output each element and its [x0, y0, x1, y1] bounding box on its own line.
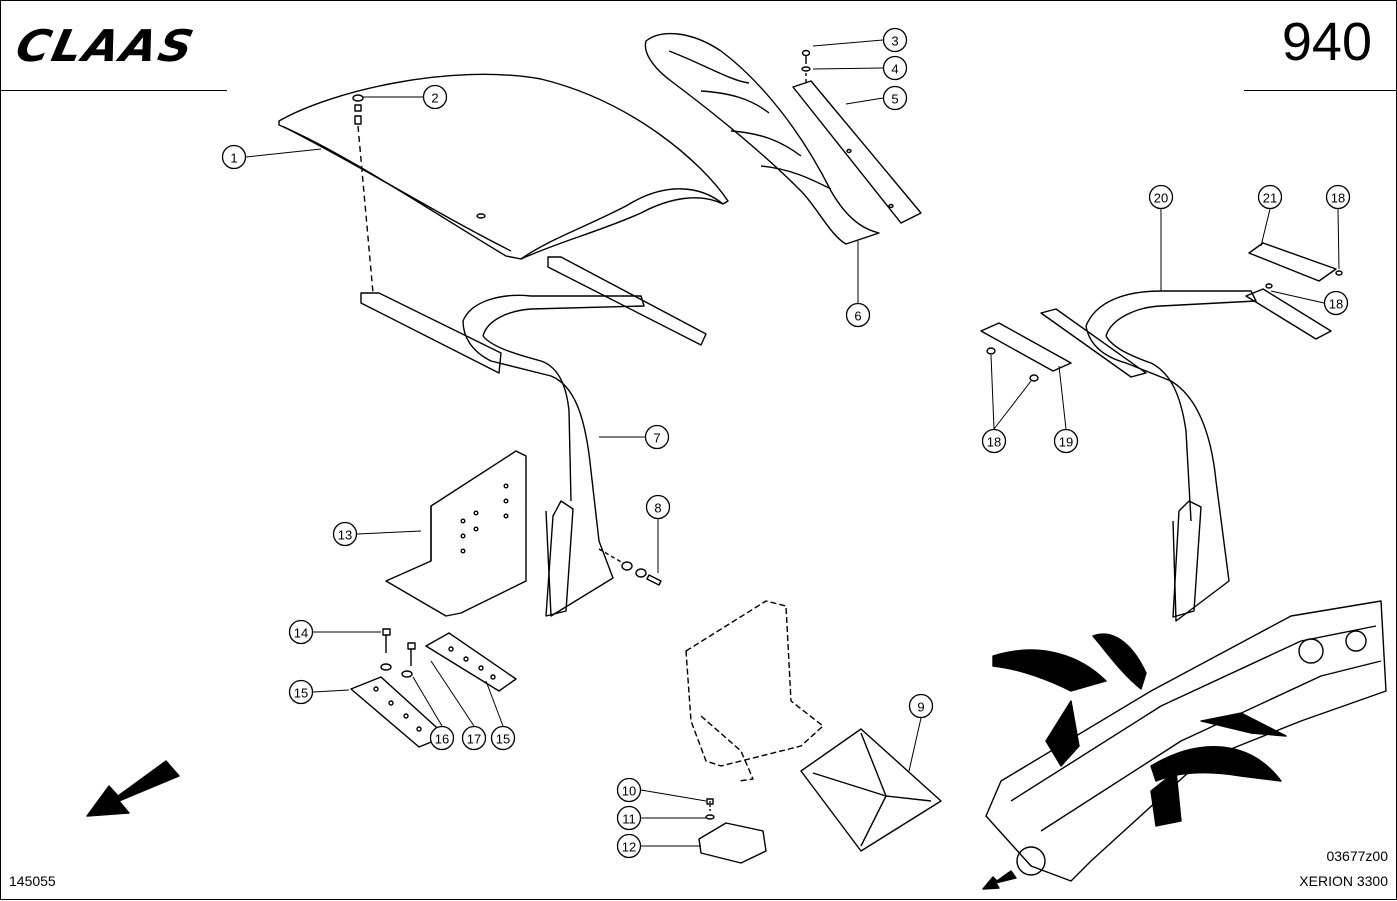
callout-label: 9: [917, 700, 924, 715]
machine-overview-drawing: [985, 600, 1387, 882]
mounting-strip-part: [792, 80, 922, 224]
callout-18-middle: 18: [1323, 290, 1349, 316]
callout-21: 21: [1257, 184, 1283, 210]
callout-label: 15: [496, 732, 510, 747]
callout-label: 10: [622, 784, 636, 799]
side-panel-part: [644, 32, 880, 245]
callout-10: 10: [616, 777, 642, 803]
callout-label: 15: [294, 686, 308, 701]
callout-2: 2: [422, 84, 448, 110]
right-frame-part: [980, 242, 1343, 622]
callout-label: 4: [891, 62, 898, 77]
callout-19: 19: [1053, 428, 1079, 454]
callout-label: 16: [435, 732, 449, 747]
footplate-parts: [350, 628, 517, 748]
callout-1: 1: [221, 144, 247, 170]
callout-label: 18: [1329, 297, 1343, 312]
callout-label: 12: [622, 840, 636, 855]
callout-label: 3: [891, 34, 898, 49]
callout-4: 4: [882, 55, 908, 81]
model-name: XERION 3300: [1299, 873, 1388, 889]
pad-part-12: [698, 798, 767, 864]
callout-17: 17: [461, 725, 487, 751]
callout-label: 11: [622, 812, 636, 827]
callout-13: 13: [332, 521, 358, 547]
drawing-code: 03677z00: [1326, 848, 1388, 864]
roof-screw-stack: [352, 94, 374, 294]
left-frame-part: [360, 256, 707, 617]
callout-label: 7: [653, 431, 660, 446]
callout-14: 14: [288, 619, 314, 645]
callout-3: 3: [882, 27, 908, 53]
callout-6: 6: [845, 302, 871, 328]
cover-part-9: [800, 728, 942, 852]
callout-label: 5: [891, 92, 898, 107]
callout-label: 13: [338, 528, 352, 543]
callout-18-bottom: 18: [981, 428, 1007, 454]
callout-label: 8: [654, 501, 661, 516]
roof-panel-part: [278, 73, 729, 260]
callout-label: 1: [230, 151, 237, 166]
callout-label: 20: [1154, 191, 1168, 206]
callout-5: 5: [882, 85, 908, 111]
header-rule-right: [1244, 90, 1397, 91]
callout-label: 17: [467, 732, 481, 747]
callout-18-top: 18: [1325, 184, 1351, 210]
callout-11: 11: [616, 805, 642, 831]
callout-12: 12: [616, 833, 642, 859]
dashed-plate-reference: [685, 600, 824, 782]
callout-7: 7: [644, 424, 670, 450]
callout-label: 6: [854, 309, 861, 324]
callout-9: 9: [908, 693, 934, 719]
callout-label: 18: [1331, 191, 1345, 206]
frame-bolt-set: [598, 548, 662, 586]
callout-15-left: 15: [288, 679, 314, 705]
mounting-plate-part: [385, 450, 527, 617]
strip-screw-washer: [801, 49, 811, 85]
leader-lines: [245, 39, 1340, 847]
callout-label: 21: [1263, 191, 1277, 206]
callout-16: 16: [429, 725, 455, 751]
callout-label: 2: [431, 91, 438, 106]
callout-label: 19: [1059, 435, 1073, 450]
callout-8: 8: [645, 494, 671, 520]
header-rule-left: [1, 90, 227, 91]
callout-15-right: 15: [490, 725, 516, 751]
callout-20: 20: [1148, 184, 1174, 210]
callout-label: 14: [294, 626, 308, 641]
illustration-code: 145055: [9, 873, 56, 889]
page-number: 940: [1281, 12, 1372, 72]
callout-circles: 1 2 3 4 5 6 7 8 9 10 11 12 13 14 15 15 1…: [221, 27, 1351, 859]
arrow-small-front-left-icon: [982, 870, 1017, 890]
arrow-front-left-icon: [86, 760, 180, 817]
callout-label: 18: [987, 435, 1001, 450]
